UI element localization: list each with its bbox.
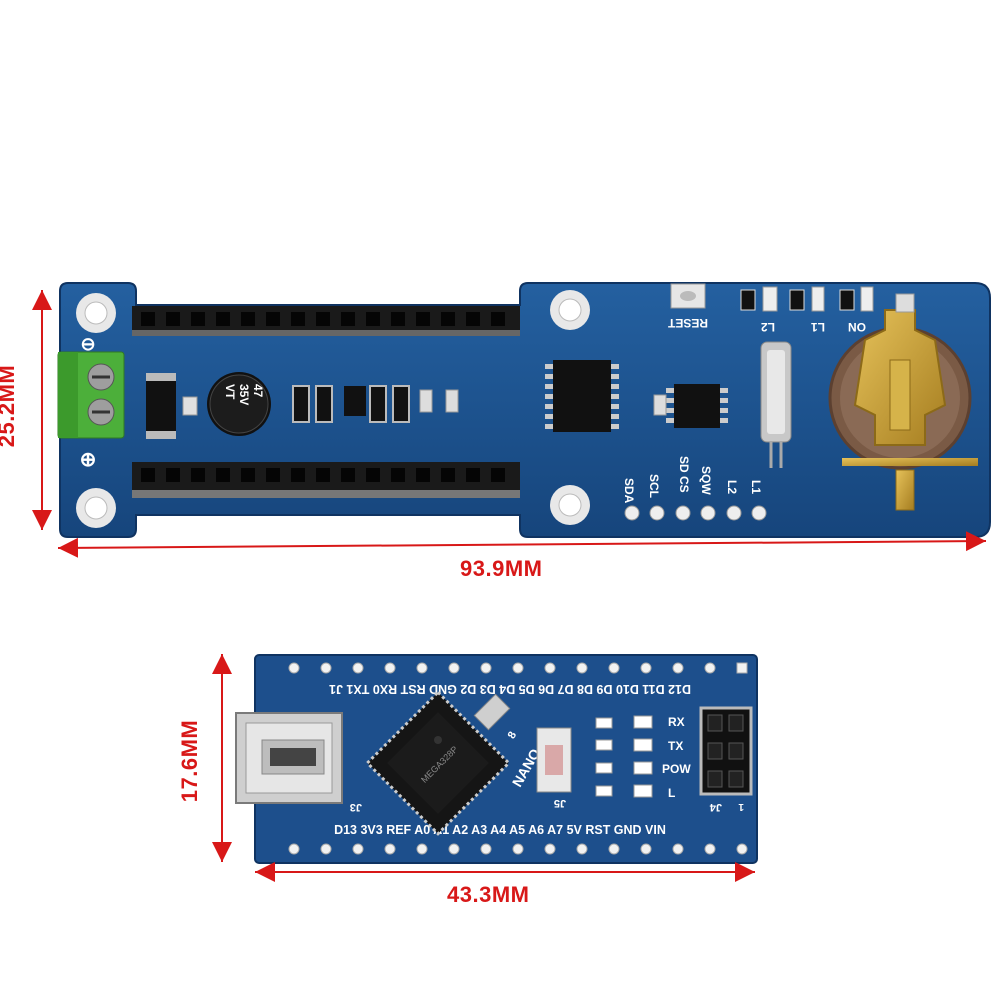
nano-smd-parts — [595, 715, 653, 798]
pin-label-cs: CS — [677, 476, 691, 493]
coin-cell-holder — [828, 293, 978, 511]
pin-label-l2: L2 — [725, 480, 739, 494]
j4-label: J4 — [709, 801, 722, 813]
smd-capacitor — [182, 396, 198, 416]
mounting-hole — [550, 290, 590, 330]
smd-capacitor — [653, 394, 667, 416]
icsp-header — [699, 706, 753, 796]
capacitor-text-2: 35V — [237, 384, 251, 405]
reset-label: RESET — [667, 316, 708, 330]
shield-width-label: 93.9MM — [460, 556, 543, 581]
led-label-tx: TX — [668, 739, 683, 753]
j5-label: J5 — [554, 797, 566, 809]
arduino-nano-board: D12 D11 D10 D9 D8 D7 D6 D5 D4 D3 D2 GND … — [235, 654, 758, 864]
shield-height-label: 25.2MM — [0, 364, 20, 448]
atmega-chip: MEGA328P — [365, 690, 511, 836]
rtc-chip — [666, 384, 728, 428]
nano-height-label: 17.6MM — [177, 719, 203, 803]
led-label-l: L — [668, 786, 675, 800]
led-label-l2: L2 — [761, 320, 775, 334]
mini-usb-connector — [235, 712, 343, 804]
led-label-l1: L1 — [811, 320, 825, 334]
female-header-bottom — [132, 462, 520, 498]
capacitor-text-3: VT — [223, 384, 237, 400]
nano-crystal — [473, 693, 511, 731]
reset-button — [670, 283, 706, 309]
led-label-pow: POW — [662, 762, 691, 776]
nano-width-label: 43.3MM — [447, 882, 530, 907]
sd-label: SD — [677, 456, 691, 473]
led-label-rx: RX — [668, 715, 685, 729]
nano-bottom-pin-labels: D13 3V3 REF A0 A1 A2 A3 A4 A5 A6 A7 5V R… — [334, 823, 666, 837]
plus-symbol: ⊕ — [80, 449, 97, 471]
female-header-top — [132, 306, 520, 336]
pin-label-scl: SCL — [647, 474, 661, 498]
status-leds — [740, 286, 874, 312]
mounting-hole — [550, 485, 590, 525]
capacitor-text-1: 47 — [251, 384, 265, 398]
smd-resistor-group — [292, 385, 459, 423]
nano-bottom-pins — [288, 843, 748, 855]
corner-label: 8 — [506, 730, 519, 741]
nano-top-pins — [288, 662, 748, 674]
pin-label-sda: SDA — [622, 478, 636, 504]
led-label-on: ON — [848, 320, 866, 334]
mounting-hole — [76, 488, 116, 528]
minus-symbol: ⊖ — [80, 334, 95, 354]
shield-width-arrow — [57, 531, 987, 558]
j3-label: J3 — [350, 801, 362, 813]
crystal-oscillator — [760, 341, 792, 468]
pin-label-l1: L1 — [749, 480, 763, 494]
rtc-shield-board: ⊖ ⊕ 47 35V VT — [57, 282, 991, 538]
mounting-hole — [76, 293, 116, 333]
pin1-label: 1 — [738, 801, 744, 812]
pin-pads — [624, 505, 767, 521]
pin-label-sqw: SQW — [699, 466, 713, 495]
nano-top-pin-labels: D12 D11 D10 D9 D8 D7 D6 D5 D4 D3 D2 GND … — [329, 682, 691, 696]
electrolytic-capacitor: 47 35V VT — [207, 372, 271, 436]
nano-reset-button — [536, 727, 572, 793]
logic-chip — [545, 360, 619, 432]
diode — [146, 373, 176, 439]
screw-terminal — [57, 351, 125, 439]
